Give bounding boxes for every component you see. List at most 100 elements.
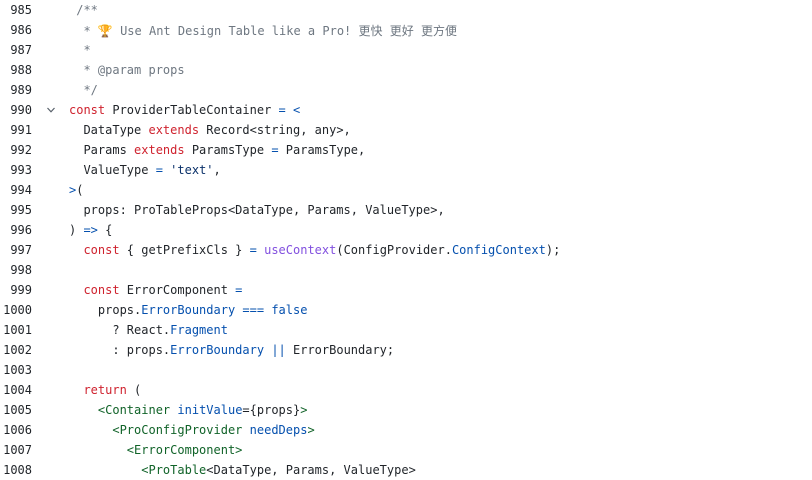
code-line: 987 * bbox=[0, 40, 812, 60]
code-text[interactable]: ? React.Fragment bbox=[69, 323, 228, 337]
code-token: extends bbox=[134, 143, 185, 157]
code-line: 993 ValueType = 'text', bbox=[0, 160, 812, 180]
code-line: 992 Params extends ParamsType = ParamsTy… bbox=[0, 140, 812, 160]
line-number: 993 bbox=[10, 163, 32, 177]
code-token bbox=[69, 283, 83, 297]
code-text[interactable]: <ProTable<DataType, Params, ValueType> bbox=[69, 463, 416, 477]
code-token: ( bbox=[76, 183, 84, 197]
code-text[interactable]: /** bbox=[69, 3, 98, 17]
code-text[interactable]: <ProConfigProvider needDeps> bbox=[69, 423, 314, 437]
line-number: 987 bbox=[10, 43, 32, 57]
code-text[interactable]: ) => { bbox=[69, 223, 112, 237]
code-token: ParamsType bbox=[184, 143, 272, 157]
code-token bbox=[69, 463, 141, 477]
code-token: false bbox=[271, 303, 308, 317]
code-text[interactable]: */ bbox=[69, 83, 98, 97]
code-token: ErrorBoundary bbox=[170, 343, 265, 357]
code-text[interactable]: const ProviderTableContainer = < bbox=[69, 103, 300, 117]
code-token: (ConfigProvider. bbox=[336, 243, 452, 257]
code-token: ProviderTableContainer bbox=[105, 103, 279, 117]
code-text[interactable]: return ( bbox=[69, 383, 141, 397]
code-text[interactable]: * 🏆 Use Ant Design Table like a Pro! 更快 … bbox=[69, 22, 457, 39]
code-line: 995 props: ProTableProps<DataType, Param… bbox=[0, 200, 812, 220]
chevron-down-icon[interactable] bbox=[32, 105, 69, 115]
line-number: 1000 bbox=[3, 303, 32, 317]
code-token: const bbox=[83, 243, 120, 257]
code-line: 986 * 🏆 Use Ant Design Table like a Pro!… bbox=[0, 20, 812, 40]
code-text[interactable]: Params extends ParamsType = ParamsType, bbox=[69, 143, 365, 157]
line-number: 988 bbox=[10, 63, 32, 77]
code-text[interactable]: <ErrorComponent> bbox=[69, 443, 243, 457]
code-line: 996) => { bbox=[0, 220, 812, 240]
code-token: /** bbox=[69, 3, 98, 17]
code-token bbox=[69, 443, 127, 457]
code-token: ={props} bbox=[242, 403, 301, 417]
code-token: , bbox=[213, 163, 221, 177]
code-token: : props. bbox=[69, 343, 171, 357]
code-line: 1001 ? React.Fragment bbox=[0, 320, 812, 340]
code-token: < bbox=[292, 103, 301, 117]
code-text[interactable]: * @param props bbox=[69, 63, 185, 77]
code-token bbox=[69, 383, 83, 397]
code-text[interactable]: props: ProTableProps<DataType, Params, V… bbox=[69, 203, 445, 217]
code-line: 1008 <ProTable<DataType, Params, ValueTy… bbox=[0, 460, 812, 480]
code-line: 998 bbox=[0, 260, 812, 280]
code-token: const bbox=[83, 283, 120, 297]
code-token: Params bbox=[69, 143, 135, 157]
line-number: 997 bbox=[10, 243, 32, 257]
line-number: 1005 bbox=[3, 403, 32, 417]
code-line: 1000 props.ErrorBoundary === false bbox=[0, 300, 812, 320]
code-text[interactable]: const ErrorComponent = bbox=[69, 283, 242, 297]
code-text[interactable]: <Container initValue={props}> bbox=[69, 403, 308, 417]
code-token bbox=[286, 103, 293, 117]
code-token: => bbox=[83, 223, 98, 237]
code-token: ValueType bbox=[69, 163, 156, 177]
code-text[interactable]: : props.ErrorBoundary || ErrorBoundary; bbox=[69, 343, 394, 357]
code-text[interactable]: * bbox=[69, 43, 90, 57]
line-number: 1004 bbox=[3, 383, 32, 397]
code-line: 1006 <ProConfigProvider needDeps> bbox=[0, 420, 812, 440]
line-number: 1008 bbox=[3, 463, 32, 477]
code-token: extends bbox=[148, 123, 200, 137]
code-token: ConfigContext bbox=[451, 243, 546, 257]
code-token: = bbox=[249, 243, 257, 257]
line-number: 994 bbox=[10, 183, 32, 197]
code-token bbox=[69, 423, 112, 437]
line-number: 998 bbox=[10, 263, 32, 277]
code-token: * @param props bbox=[69, 63, 185, 77]
code-token: ( bbox=[126, 383, 142, 397]
code-token: * bbox=[69, 23, 98, 38]
code-token bbox=[69, 243, 83, 257]
code-token: || bbox=[271, 343, 286, 357]
code-token: props: ProTableProps<DataType, Params, V… bbox=[69, 203, 445, 217]
line-number: 1002 bbox=[3, 343, 32, 357]
line-number: 995 bbox=[10, 203, 32, 217]
code-token: { bbox=[97, 223, 113, 237]
code-token: <ErrorComponent> bbox=[126, 443, 243, 457]
code-token: Record<string, any>, bbox=[199, 123, 351, 137]
code-token bbox=[257, 243, 264, 257]
code-token: */ bbox=[69, 83, 98, 97]
code-token: <ProTable bbox=[141, 463, 207, 477]
code-token: useContext bbox=[264, 243, 337, 257]
code-token: <ProConfigProvider bbox=[112, 423, 243, 437]
line-number: 991 bbox=[10, 123, 32, 137]
code-text[interactable]: ValueType = 'text', bbox=[69, 163, 221, 177]
code-text[interactable]: props.ErrorBoundary === false bbox=[69, 303, 308, 317]
line-number: 1007 bbox=[3, 443, 32, 457]
code-text[interactable]: DataType extends Record<string, any>, bbox=[69, 123, 351, 137]
code-line: 985 /** bbox=[0, 0, 812, 20]
code-token: return bbox=[83, 383, 127, 397]
code-token: ErrorComponent bbox=[119, 283, 236, 297]
code-text[interactable]: const { getPrefixCls } = useContext(Conf… bbox=[69, 243, 560, 257]
code-token: ErrorBoundary bbox=[141, 303, 236, 317]
code-text[interactable]: >( bbox=[69, 183, 83, 197]
code-token: ); bbox=[545, 243, 561, 257]
code-token: = bbox=[155, 163, 163, 177]
code-token: = bbox=[271, 143, 279, 157]
code-line: 1003 bbox=[0, 360, 812, 380]
code-line: 997 const { getPrefixCls } = useContext(… bbox=[0, 240, 812, 260]
code-token: const bbox=[69, 103, 106, 117]
